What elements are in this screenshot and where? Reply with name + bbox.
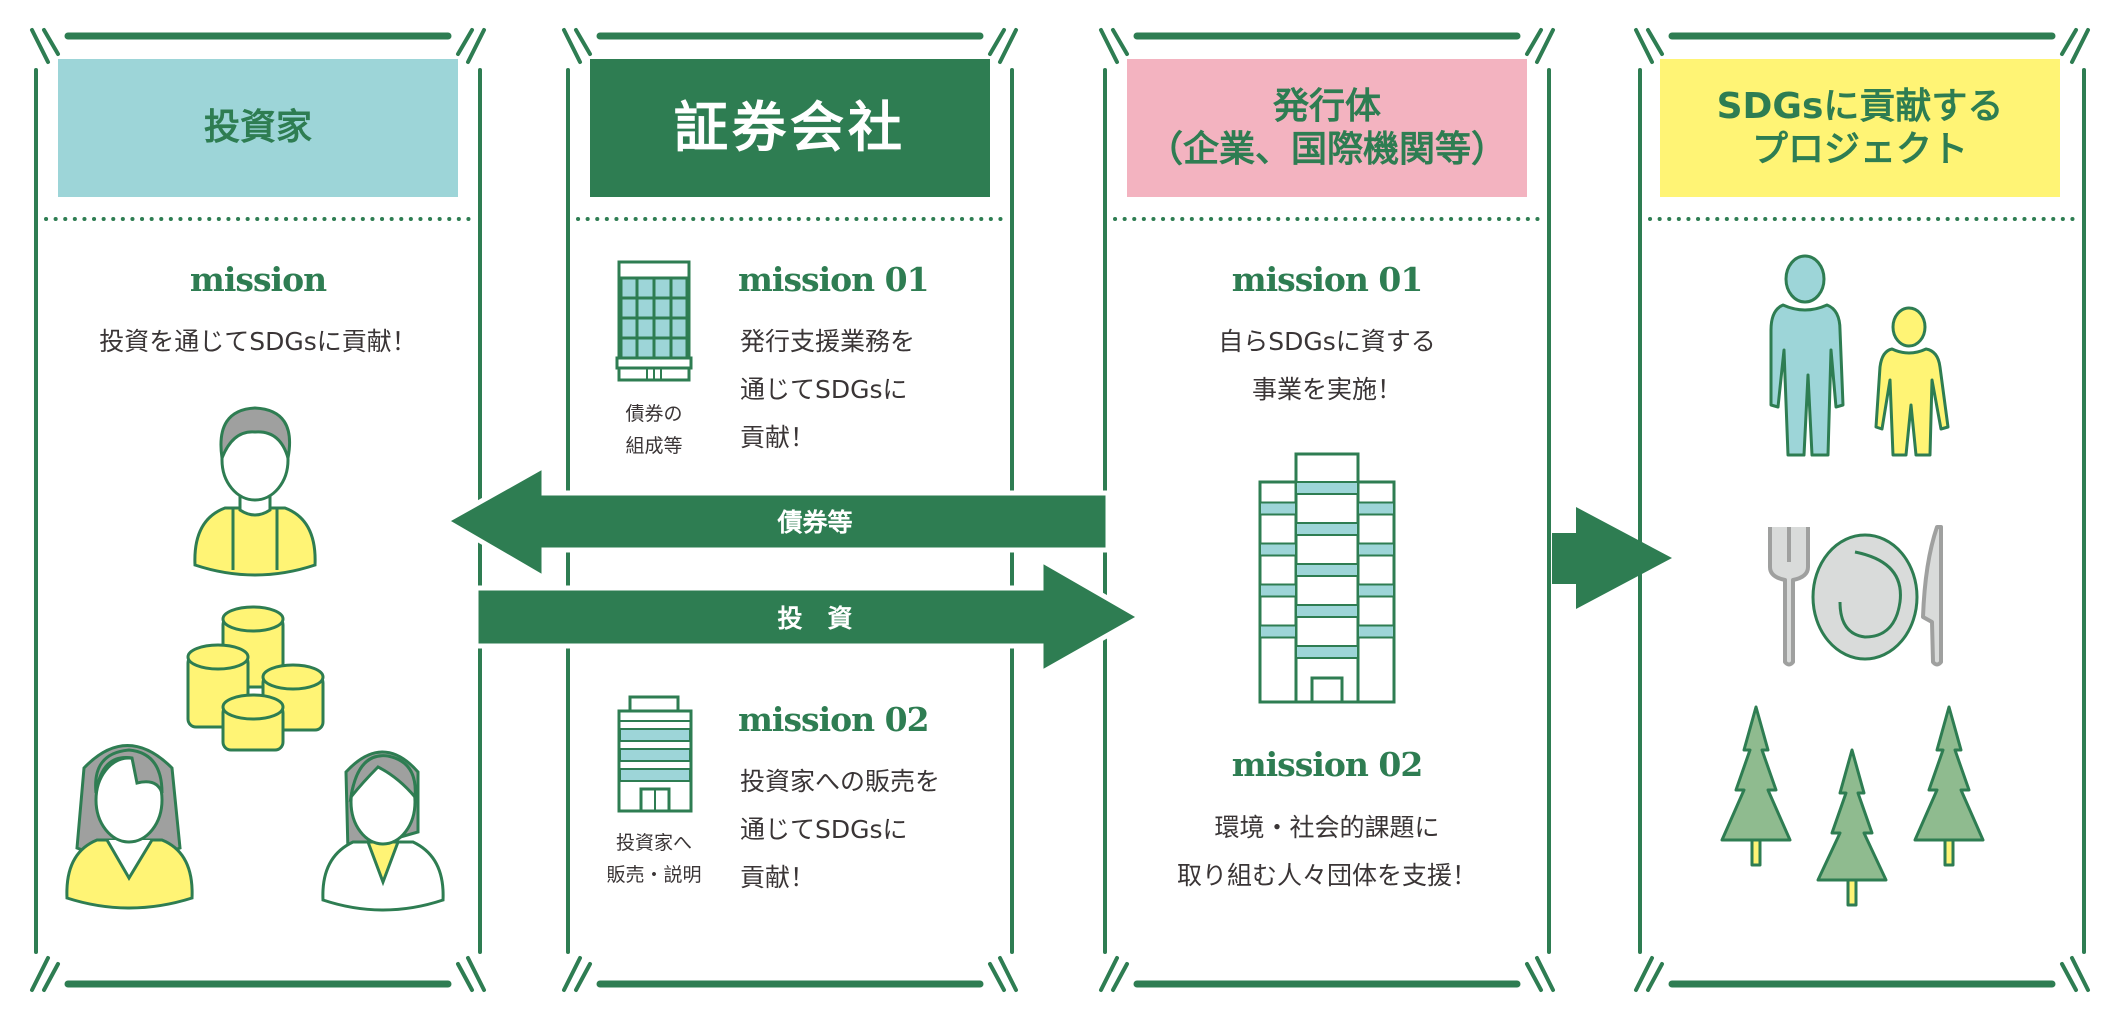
food-plate-icon [1768,525,1943,667]
corner-slash [574,28,592,56]
header-title: 証券会社 [674,95,906,159]
corner-slash [2070,956,2090,992]
icon-caption: 投資家へ [615,832,693,854]
corner-slash [466,956,486,992]
corner-slash [1535,956,1555,992]
contribution-arrow [1552,507,1672,609]
header-subtitle: プロジェクト [1751,129,1968,170]
forest-trees-icon [1720,705,1985,907]
investor-woman-2-icon [321,750,445,912]
bonds-arrow-label: 債券等 [777,508,853,537]
corner-slash [998,28,1018,64]
sales-building-icon [617,695,693,813]
corner-slash [1634,28,1654,64]
corner-slash [1646,962,1664,992]
corner-slash [1099,956,1119,992]
mission-text: 投資を通じてSDGsに貢献！ [99,327,417,356]
mission-text: 自らSDGsに資する [1218,327,1436,356]
mission-text: 投資家への販売を [740,767,941,796]
corner-slash [1646,28,1664,56]
office-building-icon [615,260,693,382]
corner-slash [1111,28,1129,56]
corner-slash [42,962,60,992]
corner-slash [1525,962,1543,992]
mission-02-label: mission 02 [738,700,930,739]
corner-slash [1099,28,1119,64]
header-issuer: 発行体 （企業、国際機関等） [1127,59,1527,197]
mission-text: 通じてSDGsに [740,815,908,844]
corner-slash [456,28,474,56]
investment-arrow [473,555,1146,678]
corner-slash [1525,28,1543,56]
mission-01-label: mission 01 [738,260,930,299]
header-title: 発行体 [1272,85,1381,127]
corner-slash [1634,956,1654,992]
corner-slash [2060,28,2078,56]
corner-slash [30,956,50,992]
header-title: 投資家 [203,107,312,149]
corner-slash [42,28,60,56]
corner-slash [466,28,486,64]
corner-slash [456,962,474,992]
corner-slash [562,28,582,64]
icon-caption: 販売・説明 [606,864,702,886]
corner-slash [988,962,1006,992]
icon-caption: 債券の [625,403,683,425]
mission-text: 事業を実施！ [1251,375,1403,404]
investment-arrow-label: 投 資 [777,604,853,633]
mission-02-label: mission 02 [1231,745,1424,784]
mission-text: 発行支援業務を [740,327,916,356]
corner-slash [30,28,50,64]
corner-slash [988,28,1006,56]
corner-slash [1535,28,1555,64]
corner-slash [998,956,1018,992]
bonds-arrow [440,461,1111,583]
mission-text: 環境・社会的課題に [1214,813,1440,842]
issuer-building-icon [1258,452,1396,704]
people-icon [1769,254,1950,457]
header-sdgs-project: SDGsに貢献する プロジェクト [1660,59,2060,197]
corner-slash [574,962,592,992]
header-investor: 投資家 [58,59,458,197]
header-subtitle: （企業、国際機関等） [1146,129,1507,170]
corner-slash [562,956,582,992]
corner-slash [2070,28,2090,64]
icon-caption: 組成等 [625,435,683,457]
coins-stack-icon [186,605,325,752]
header-securities-company: 証券会社 [590,59,990,197]
header-title: SDGsに貢献する [1716,85,2004,127]
mission-label: mission [189,260,327,299]
mission-text: 貢献！ [740,863,816,892]
mission-text: 取り組む人々団体を支援！ [1176,861,1478,890]
corner-slash [1111,962,1129,992]
investor-woman-icon [65,744,194,910]
corner-slash [2060,962,2078,992]
mission-text: 貢献！ [740,423,816,452]
mission-text: 通じてSDGsに [740,375,908,404]
investor-man-icon [193,406,317,577]
mission-01-label: mission 01 [1231,260,1424,299]
